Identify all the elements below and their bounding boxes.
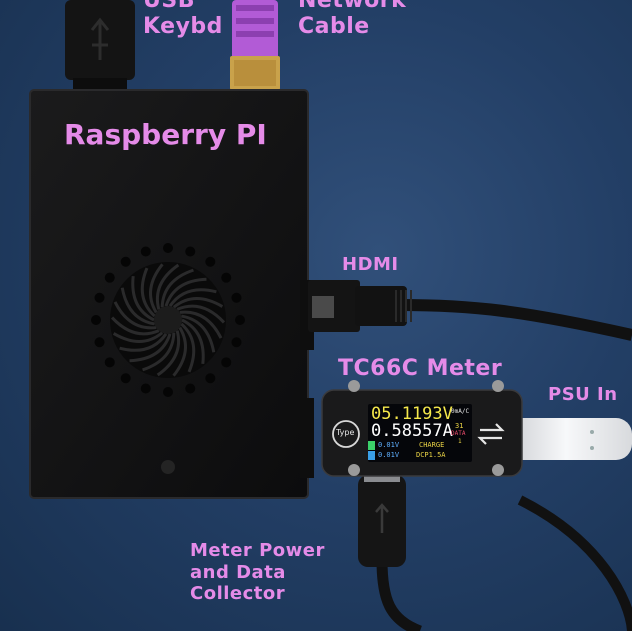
grille-hole: [235, 315, 245, 325]
fan-blade: [179, 310, 223, 339]
usb-keyboard-plug: [65, 0, 135, 92]
meter-row4-value: 0.01V: [378, 451, 400, 459]
swap-arrows-icon: [477, 423, 505, 445]
grille-hole: [140, 246, 151, 257]
fan-blade: [120, 287, 155, 326]
fan-blade: [149, 263, 164, 314]
grille-hole: [104, 272, 115, 283]
case-screw: [161, 460, 175, 474]
label-usb-keyboard-line1: USB: [143, 0, 195, 13]
meter-row4-mode: DCP1.5A: [416, 451, 446, 459]
fan-blade: [131, 275, 155, 322]
label-raspberry-pi: Raspberry PI: [64, 118, 267, 151]
hdmi-cable: [308, 280, 632, 341]
grille-hole: [205, 256, 216, 267]
meter-power-cable: [358, 470, 632, 631]
grille-hole: [94, 337, 105, 348]
meter-current: 0.58557A: [371, 421, 453, 441]
fan-blade: [168, 288, 217, 308]
type-c-logo-text: Type: [336, 428, 355, 437]
grille-hole: [185, 383, 196, 394]
fan-blade: [155, 263, 180, 310]
meter-voltage: 05.1193V: [371, 404, 453, 424]
label-meter-power-line1: Meter Power: [190, 540, 325, 561]
fan-hub: [154, 306, 182, 334]
meter-side-value: 31: [455, 422, 464, 430]
label-usb-keyboard-line2: Keybd: [143, 14, 223, 40]
fan-blade: [172, 326, 187, 377]
label-hdmi: HDMI: [342, 254, 399, 275]
fan-blade: [160, 268, 194, 308]
type-c-logo: [332, 420, 360, 448]
grille-hole: [94, 292, 105, 303]
grille-hole: [231, 292, 242, 303]
grille-hole: [205, 373, 216, 384]
meter-unit: 0mA/C: [451, 408, 470, 415]
grille-hole: [91, 315, 101, 325]
label-psu-in: PSU In: [548, 384, 618, 405]
fan-blade: [113, 301, 157, 330]
grille-hole: [163, 243, 173, 253]
label-network-cable: Network Cable: [298, 0, 406, 41]
grille-hole: [163, 387, 173, 397]
meter-side-number: 1: [458, 438, 462, 445]
fan-blade: [156, 330, 181, 377]
grille-hole: [120, 373, 131, 384]
label-usb-keyboard: USB Keybd: [143, 0, 223, 41]
fan-blade: [176, 304, 226, 324]
grille-hole: [221, 357, 232, 368]
fan-blade: [129, 333, 172, 363]
tc66c-meter: [321, 380, 523, 477]
label-meter-power-line2: and Data: [190, 561, 286, 583]
fan-grille: [91, 243, 245, 397]
fan-blade: [140, 267, 156, 318]
meter-side-label: DATA: [451, 430, 466, 437]
grille-hole: [185, 246, 196, 257]
label-tc66c-meter: TC66C Meter: [338, 356, 503, 381]
raspberry-pi-case: [29, 89, 314, 499]
fan-blade: [112, 331, 164, 343]
fan-blade: [119, 332, 168, 352]
grille-hole: [120, 256, 131, 267]
fan-blade: [181, 318, 205, 365]
grille-hole: [140, 383, 151, 394]
fan-blade: [172, 297, 224, 309]
grille-hole: [231, 337, 242, 348]
label-meter-power-line3: Collector: [190, 583, 286, 605]
ethernet-plug: [230, 0, 280, 90]
fan-blade: [142, 332, 176, 372]
fan-blade: [110, 316, 160, 336]
fan-blade: [181, 314, 216, 353]
label-meter-power: Meter Power and Data Collector: [190, 540, 325, 605]
label-network-cable-line2: Cable: [298, 14, 370, 40]
meter-row3-mode: CHARGE: [419, 441, 445, 449]
meter-row3-value: 0.01V: [378, 441, 400, 449]
meter-screen: [368, 404, 472, 462]
fan-blade: [180, 322, 196, 373]
grille-hole: [221, 272, 232, 283]
label-network-cable-line1: Network: [298, 0, 407, 13]
grille-hole: [104, 357, 115, 368]
fan-blade: [164, 277, 207, 307]
